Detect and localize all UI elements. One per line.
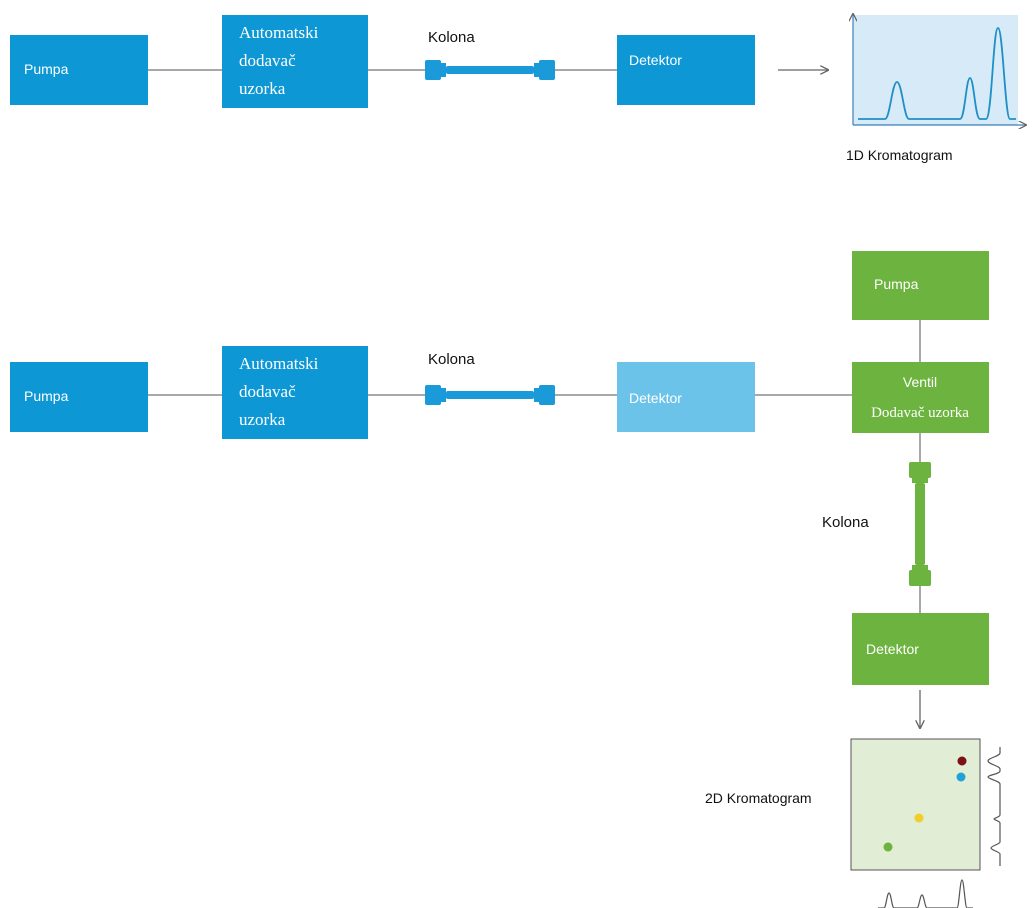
detector-box: [617, 362, 755, 432]
top-row: Pumpa Automatski dodavač uzorka Kolona D…: [10, 14, 1026, 163]
pump-label: Pumpa: [24, 388, 69, 404]
pump-label: Pumpa: [24, 61, 69, 77]
pump2-box: [852, 251, 989, 320]
autosampler-box: [222, 15, 368, 108]
valve-sub-label: Dodavač uzorka: [871, 405, 969, 421]
detector2-label: Detektor: [866, 641, 919, 657]
detector-label: Detektor: [629, 52, 682, 68]
valve-label: Ventil: [903, 374, 937, 390]
autosampler-label-line1: Automatski: [239, 354, 319, 373]
chromatogram-1d-label: 1D Kromatogram: [846, 147, 953, 163]
plot-background: [853, 15, 1018, 125]
autosampler-label-line3: uzorka: [239, 79, 286, 98]
chromatogram-1d: [853, 14, 1026, 125]
autosampler-label-line2: dodavač: [239, 382, 296, 401]
pump2-label: Pumpa: [874, 276, 919, 292]
bottom-projection-trace: [878, 879, 973, 908]
spot: [957, 756, 967, 766]
detector-label: Detektor: [629, 390, 682, 406]
chromatogram-2d-label: 2D Kromatogram: [705, 790, 812, 806]
side-projection-trace: [987, 747, 1001, 866]
autosampler-label-line2: dodavač: [239, 51, 296, 70]
pump-box: [10, 362, 148, 432]
chromatogram-trace: [858, 27, 1016, 120]
column-icon: [425, 60, 555, 80]
column-label: Kolona: [428, 351, 475, 368]
pump-box: [10, 35, 148, 105]
chromatogram-2d: [850, 738, 1001, 908]
spot: [956, 772, 966, 782]
autosampler-label-line1: Automatski: [239, 23, 319, 42]
autosampler-box: [222, 346, 368, 439]
detector-box: [617, 35, 755, 105]
valve-box: [852, 362, 989, 433]
detector2-box: [852, 613, 989, 685]
column2-label: Kolona: [822, 514, 869, 531]
autosampler-label-line3: uzorka: [239, 410, 286, 429]
column2-icon: [909, 462, 931, 586]
column-label: Kolona: [428, 29, 475, 46]
spot: [883, 842, 893, 852]
column-icon: [425, 385, 555, 405]
bottom-row: Pumpa Automatski dodavač uzorka Kolona D…: [10, 251, 1001, 908]
spot: [914, 813, 924, 823]
